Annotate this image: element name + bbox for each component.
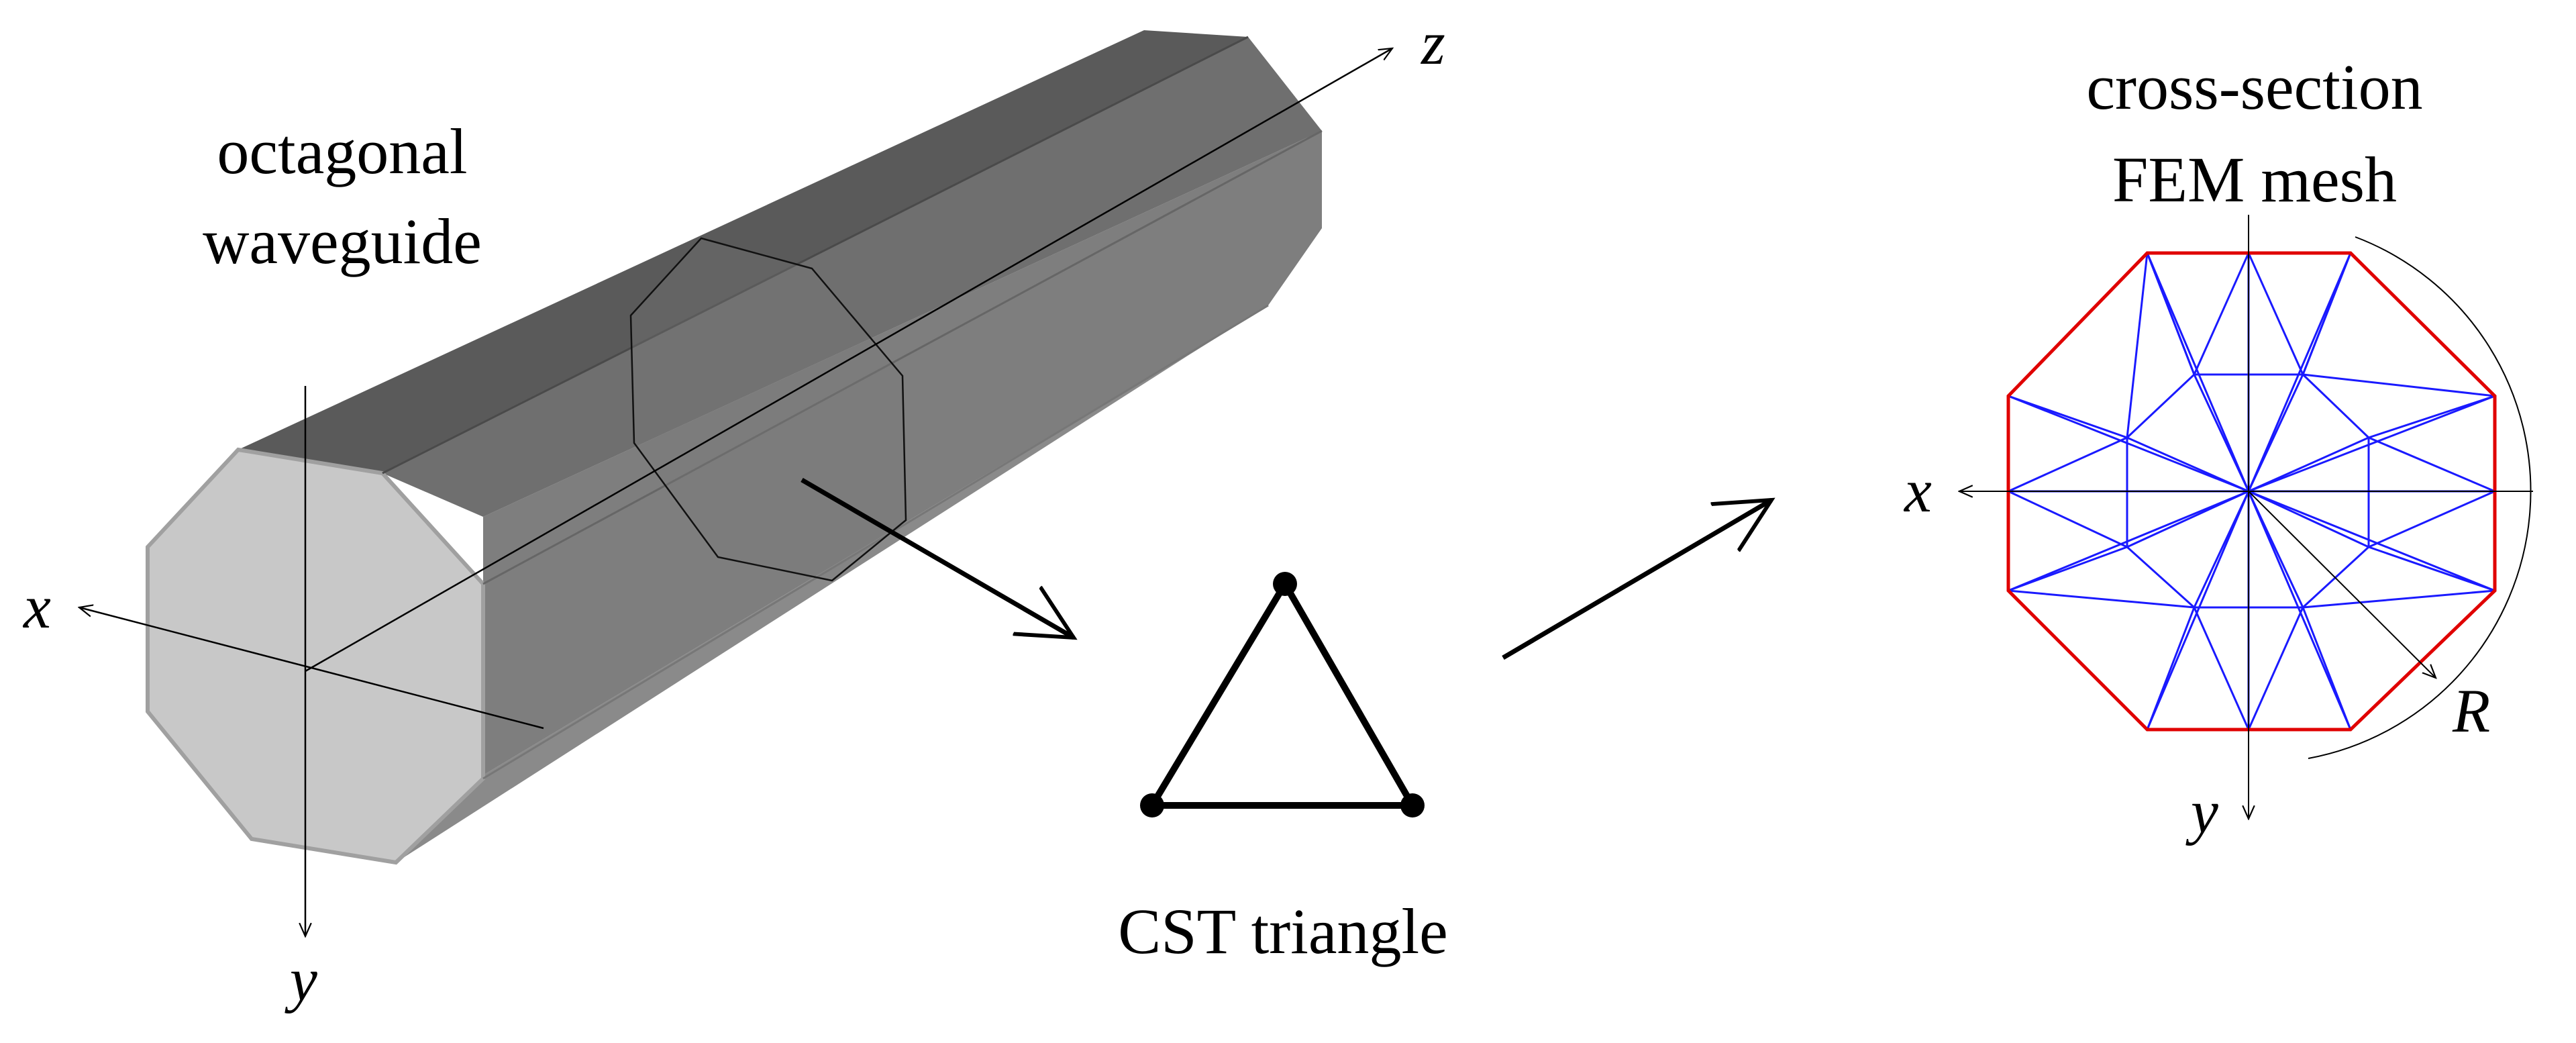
waveguide-edge — [482, 304, 1269, 780]
mesh-edge — [2126, 252, 2149, 438]
mesh-edge — [2146, 252, 2250, 492]
mesh-edge — [2247, 252, 2304, 375]
waveguide-label-line2: waveguide — [203, 205, 482, 277]
mesh-edge — [2248, 490, 2495, 592]
mesh-edge — [2302, 546, 2370, 609]
waveguide-edge — [482, 130, 1323, 585]
mesh-edge — [2193, 607, 2250, 730]
z-axis-label: z — [1420, 9, 1445, 77]
mesh-edge — [2126, 436, 2249, 493]
octagonal-waveguide — [146, 30, 1323, 865]
mesh-edge — [2247, 491, 2352, 730]
x-axis-3d — [79, 607, 544, 730]
mesh-edge — [2146, 491, 2250, 730]
mesh-edge — [2368, 395, 2495, 439]
cst-triangle — [1140, 572, 1425, 817]
mesh-edge — [2008, 395, 2128, 439]
radius-label: R — [2452, 677, 2490, 745]
mesh-edge — [2247, 252, 2352, 492]
mesh-edge — [2146, 252, 2196, 375]
arrow-to-mesh — [1502, 500, 1771, 660]
mesh-edge — [2302, 589, 2495, 609]
mesh-edge — [2126, 490, 2249, 548]
mesh-edge — [2008, 436, 2128, 493]
mesh-edge — [2368, 436, 2495, 493]
mesh-edge — [2302, 607, 2352, 730]
y-axis-label: y — [285, 945, 317, 1013]
waveguide-label-line1: octagonal — [217, 115, 467, 187]
cst-node — [1400, 793, 1425, 817]
cross-section-plane — [629, 237, 907, 582]
mesh-edge — [2146, 607, 2196, 730]
mesh-edge — [2126, 373, 2196, 439]
waveguide-side-face — [483, 131, 1322, 775]
mesh-edge — [2008, 395, 2249, 493]
mesh-edge — [2193, 374, 2250, 492]
mesh-edge — [2248, 395, 2495, 493]
radius-arrow — [2248, 491, 2436, 678]
mesh-edge — [2247, 607, 2304, 730]
waveguide-front-face — [146, 447, 485, 865]
mesh-edge — [2368, 490, 2495, 548]
mesh-label-line1: cross-section — [2086, 51, 2422, 123]
mesh-boundary — [2006, 251, 2497, 732]
mesh-edge — [2008, 546, 2128, 592]
mesh-edge — [2248, 490, 2369, 548]
waveguide-top-face — [238, 30, 1248, 473]
mesh-edge — [2368, 546, 2495, 592]
radius-arc — [2308, 236, 2532, 759]
mesh-label-line2: FEM mesh — [2112, 144, 2397, 215]
waveguide-axes: z x y — [22, 9, 1445, 1013]
mesh-edge — [2193, 252, 2250, 375]
mesh-edge — [2008, 589, 2195, 609]
waveguide-slope-face — [382, 37, 1322, 517]
mesh-edge — [2302, 373, 2495, 397]
cst-node — [1140, 793, 1164, 817]
z-axis — [305, 48, 1392, 673]
fem-mesh: x y R — [1903, 215, 2533, 846]
mesh-triangles — [2008, 252, 2495, 730]
mesh-edge — [2008, 490, 2249, 592]
mesh-edge — [2302, 252, 2352, 375]
mesh-edge — [2126, 546, 2196, 609]
mesh-edge — [2247, 374, 2304, 492]
mesh-x-label: x — [1903, 456, 1932, 525]
cst-node — [1273, 572, 1297, 596]
mesh-edge — [2193, 491, 2250, 608]
mesh-edge — [2302, 373, 2370, 439]
mesh-edge — [2247, 491, 2304, 608]
cst-label: CST triangle — [1118, 895, 1448, 967]
x-axis-label: x — [22, 573, 51, 641]
arrow-to-cst — [801, 477, 1074, 638]
mesh-edge — [2248, 436, 2369, 493]
mesh-y-label: y — [2185, 777, 2218, 846]
cst-triangle-shape — [1149, 581, 1416, 809]
mesh-edge — [2008, 490, 2128, 548]
waveguide-edge — [382, 36, 1249, 475]
